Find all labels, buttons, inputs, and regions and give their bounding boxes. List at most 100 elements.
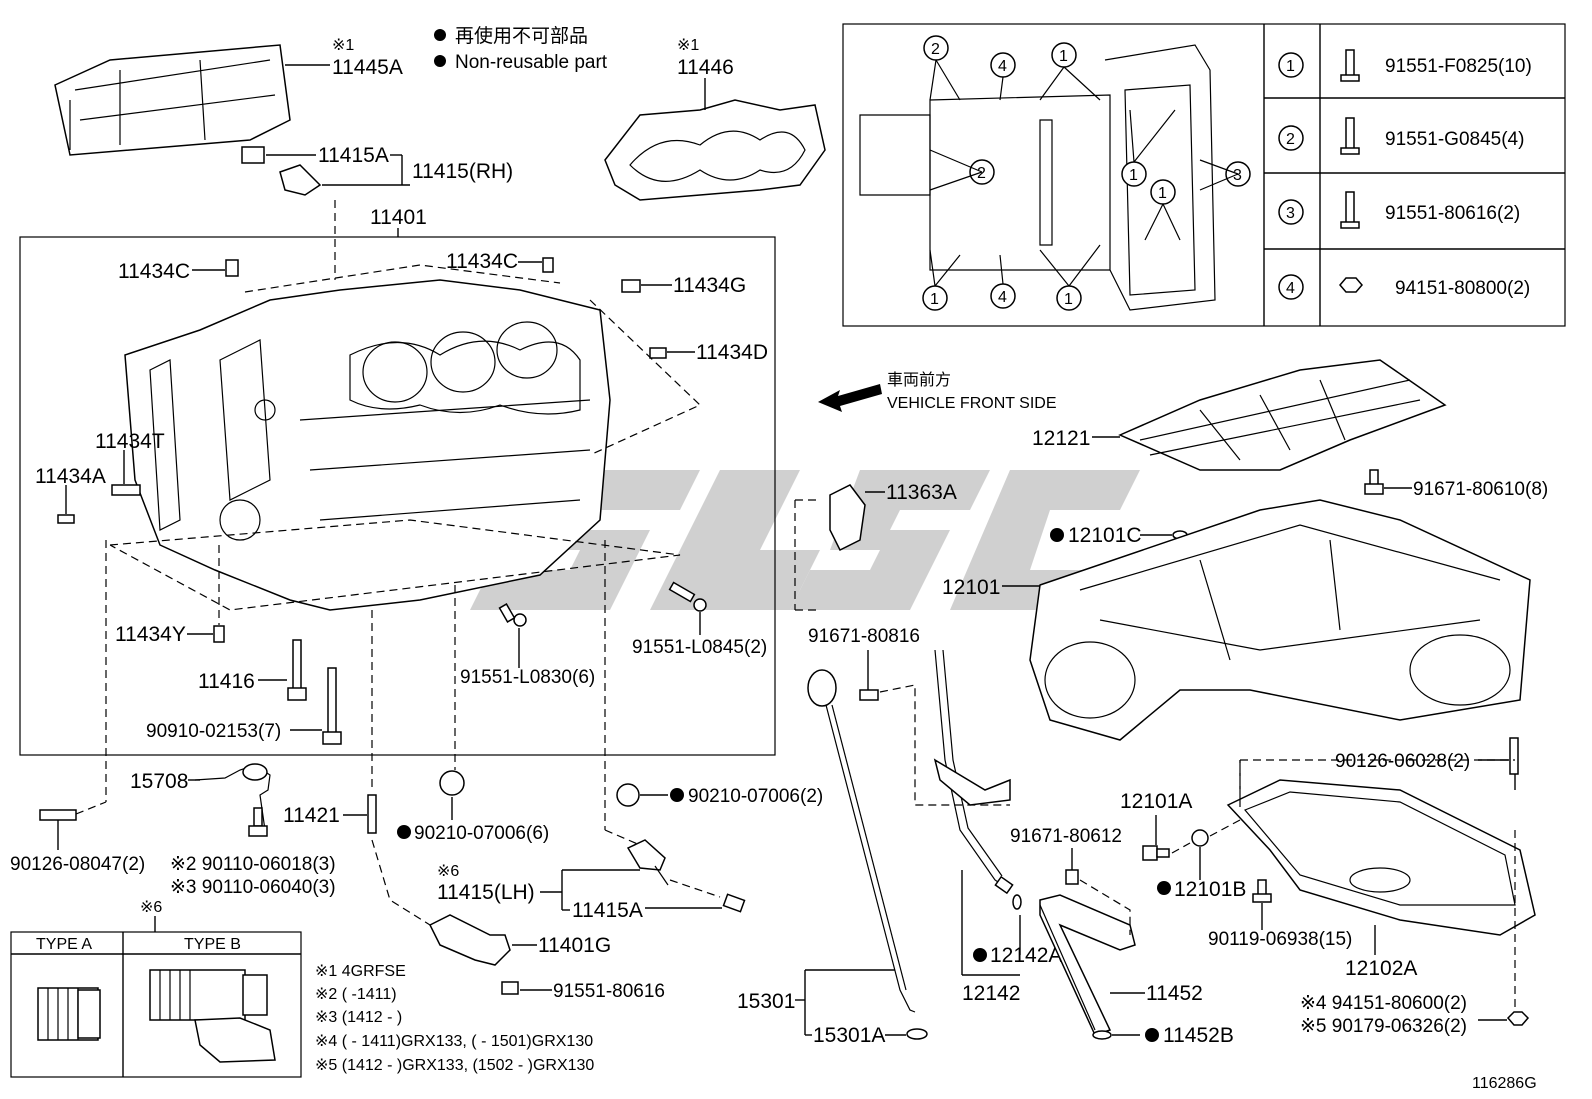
table-part-3: 91551-80616(2) (1385, 203, 1520, 224)
oil-pan-12102A: 90126-06028(2) 90119-06938(15) 12102A ※4… (1208, 737, 1536, 1037)
pipe-11452: 91671-80612 11452 11452B (1010, 826, 1234, 1047)
part-11363A: 11363A (794, 481, 957, 611)
label-11434T: 11434T (95, 430, 165, 453)
label-12121: 12121 (1032, 427, 1090, 450)
table-part-1: 91551-F0825(10) (1385, 56, 1532, 77)
label-91671-80612: 91671-80612 (1010, 826, 1122, 847)
callout-1: 1 (1059, 48, 1068, 65)
label-15301A: 15301A (813, 1024, 885, 1047)
sensor-11415-lh: ※6 11415(LH) 11415A 11401G 91551-80616 (371, 829, 746, 1002)
label-11401: 11401 (370, 206, 427, 229)
label-90119-06938: 90119-06938(15) (1208, 929, 1352, 950)
callout-1: 1 (1064, 291, 1073, 308)
footnote-3: ※3 (1412 - ) (315, 1009, 402, 1026)
label-11434D: 11434D (696, 341, 768, 364)
non-reusable-dot-icon (397, 825, 411, 839)
label-90126-06028: 90126-06028(2) (1335, 751, 1470, 772)
legend-non-reusable-en: Non-reusable part (455, 52, 608, 73)
label-11434Y: 11434Y (115, 623, 186, 646)
cylinder-block-group: 11401 11434C 11434C 11434G 11434D 11434T (19, 206, 776, 756)
drain-plug-12101A: 12101A 12101B (1120, 760, 1246, 901)
note-11415-lh: ※6 (437, 863, 459, 880)
sensor-11415-rh: 11415A 11415(RH) (241, 144, 513, 280)
label-11401G: 11401G (538, 934, 611, 957)
label-11434G: 11434G (673, 274, 746, 297)
table-num-2: 2 (1286, 131, 1295, 148)
callout-4: 4 (998, 58, 1007, 75)
label-11415A-lh: 11415A (572, 899, 643, 922)
dipstick-guide-12142: 12142A 12142 (933, 649, 1062, 1005)
callout-1: 1 (1158, 185, 1167, 202)
label-91551-L0830: 91551-L0830(6) (460, 667, 595, 688)
note-type-box: ※6 (140, 899, 162, 916)
oil-pan-12101: 12101C 12101 (942, 499, 1531, 741)
non-reusable-dot-icon (973, 948, 987, 962)
direction-en: VEHICLE FRONT SIDE (887, 395, 1057, 412)
label-11415A: 11415A (318, 144, 389, 167)
label-11445A: 11445A (332, 56, 403, 79)
label-15301: 15301 (737, 990, 795, 1013)
label-12101C: 12101C (1068, 524, 1142, 547)
label-11434C-mid: 11434C (446, 250, 518, 273)
cylinder-block (124, 279, 611, 611)
direction-jp: 車両前方 (887, 371, 951, 389)
table-num-1: 1 (1286, 58, 1295, 75)
label-12142: 12142 (962, 982, 1020, 1005)
label-11415-rh: 11415(RH) (412, 160, 513, 183)
baffle-12121: 12121 91671-80610(8) (1032, 359, 1548, 500)
gaskets-90210: 90210-07006(6) 90210-07006(2) (397, 540, 823, 844)
label-91671-80816: 91671-80816 (808, 626, 920, 647)
label-11434C-left: 11434C (118, 260, 190, 283)
nut-icon (1506, 1011, 1530, 1026)
label-90126-08047: 90126-08047(2) (10, 854, 145, 875)
non-reusable-dot-icon (1145, 1028, 1159, 1042)
footnote-2: ※2 ( -1411) (315, 986, 397, 1003)
label-12101: 12101 (942, 576, 1000, 599)
callout-4: 4 (998, 289, 1007, 306)
label-12102A: 12102A (1345, 957, 1417, 980)
label-90179-06326: ※5 90179-06326(2) (1300, 1016, 1467, 1037)
dipstick-15301: 91671-80816 15301 15301A (737, 626, 1010, 1047)
footnotes: ※1 4GRFSE ※2 ( -1411) ※3 (1412 - ) ※4 ( … (315, 963, 594, 1074)
vehicle-front-direction: 車両前方 VEHICLE FRONT SIDE (818, 371, 1057, 412)
note-11445A: ※1 (332, 37, 354, 54)
non-reusable-dot-icon (670, 788, 684, 802)
label-15708: 15708 (130, 770, 188, 793)
callout-2: 2 (931, 41, 940, 58)
label-12101B: 12101B (1174, 878, 1246, 901)
table-num-4: 4 (1286, 280, 1295, 297)
non-reusable-dot-icon (1157, 881, 1171, 895)
callout-3: 3 (1233, 167, 1242, 184)
footnote-4: ※4 ( - 1411)GRX133, ( - 1501)GRX130 (315, 1033, 593, 1050)
bolt-11415A (241, 146, 265, 164)
label-11416: 11416 (198, 670, 255, 693)
label-91551-80616: 91551-80616 (553, 981, 665, 1002)
label-91671-80610: 91671-80610(8) (1413, 479, 1548, 500)
footnote-1: ※1 4GRFSE (315, 963, 406, 980)
label-94151-80600: ※4 94151-80600(2) (1300, 993, 1467, 1014)
label-12101A: 12101A (1120, 790, 1192, 813)
legend-non-reusable-jp: 再使用不可部品 (455, 25, 588, 47)
diagram-id: 116286G (1472, 1075, 1537, 1092)
label-11446: 11446 (677, 56, 734, 79)
label-90110-06040: ※3 90110-06040(3) (170, 877, 336, 898)
label-type-b: TYPE B (184, 936, 241, 953)
note-11446: ※1 (677, 37, 699, 54)
footnote-5: ※5 (1412 - )GRX133, (1502 - )GRX130 (315, 1057, 594, 1074)
lower-left-parts: 15708 ※2 90110-06018(3) ※3 90110-06040(3… (10, 540, 377, 898)
label-90110-06018: ※2 90110-06018(3) (170, 854, 336, 875)
table-part-2: 91551-G0845(4) (1385, 129, 1524, 150)
type-b-plug (149, 969, 246, 1021)
legend: 再使用不可部品 Non-reusable part (434, 25, 608, 73)
non-reusable-dot-icon (434, 29, 446, 41)
front-arrow-icon (818, 384, 882, 412)
label-90210-07006-2: 90210-07006(2) (688, 786, 823, 807)
non-reusable-dot-icon (434, 55, 446, 67)
callout-1: 1 (930, 291, 939, 308)
label-11363A: 11363A (886, 481, 957, 504)
callout-2: 2 (977, 165, 986, 182)
label-90210-07006-6: 90210-07006(6) (414, 823, 549, 844)
label-90910-02153: 90910-02153(7) (146, 721, 281, 742)
cover-11445A: ※1 11445A (54, 37, 403, 156)
